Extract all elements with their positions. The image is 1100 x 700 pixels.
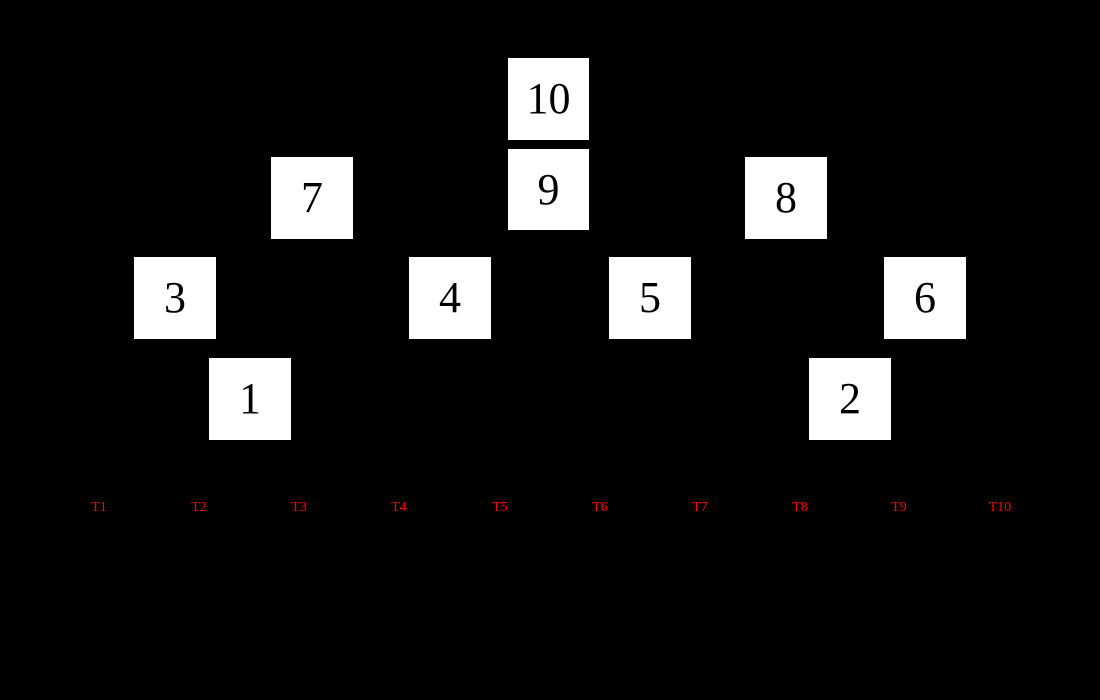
node-box[interactable]: 3	[134, 257, 216, 339]
axis-tick-label: T2	[191, 500, 207, 515]
axis-tick-label: T8	[792, 500, 808, 515]
axis-tick-label: T1	[91, 500, 107, 515]
node-box[interactable]: 5	[609, 257, 691, 339]
node-box[interactable]: 7	[271, 157, 353, 239]
node-box[interactable]: 1	[209, 358, 291, 440]
axis-tick-label: T4	[391, 500, 407, 515]
node-box[interactable]: 4	[409, 257, 491, 339]
axis-tick-label: T9	[891, 500, 907, 515]
node-box[interactable]: 6	[884, 257, 966, 339]
node-box[interactable]: 2	[809, 358, 891, 440]
axis-tick-label: T7	[692, 500, 708, 515]
axis-tick-label: T10	[988, 500, 1012, 515]
node-box[interactable]: 10	[508, 58, 589, 140]
node-box[interactable]: 9	[508, 149, 589, 230]
axis-tick-label: T5	[492, 500, 508, 515]
axis-tick-label: T3	[291, 500, 307, 515]
axis-tick-label: T6	[592, 500, 608, 515]
node-box[interactable]: 8	[745, 157, 827, 239]
